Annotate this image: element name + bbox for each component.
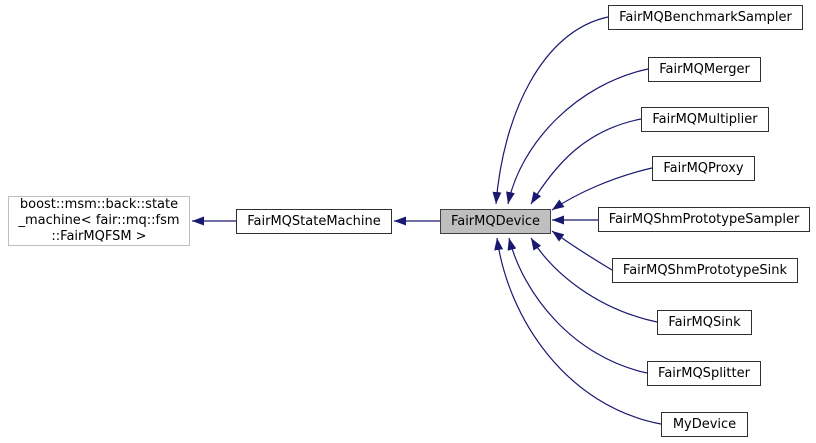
node-fairmqproxy[interactable]: FairMQProxy	[652, 156, 755, 181]
node-fairmqshmprototypesampler[interactable]: FairMQShmPrototypeSampler	[598, 207, 810, 232]
node-label-line: boost::msm::back::state	[19, 197, 179, 212]
node-label-line: ::FairMQFSM >	[51, 229, 147, 244]
inheritance-arrow-mydevice	[494, 237, 662, 425]
node-fairmqbenchmarksampler[interactable]: FairMQBenchmarkSampler	[608, 5, 803, 30]
node-fairmqsink[interactable]: FairMQSink	[657, 310, 752, 335]
node-fairmqdevice: FairMQDevice	[440, 209, 551, 234]
node-boost-msm-state-machine: boost::msm::back::state _machine< fair::…	[8, 196, 190, 246]
node-fairmqshmprototypesink[interactable]: FairMQShmPrototypeSink	[612, 258, 798, 283]
inheritance-arrow-proxy	[551, 167, 653, 211]
inheritance-arrow-splitter	[507, 237, 648, 374]
node-fairmqstatemachine[interactable]: FairMQStateMachine	[236, 209, 392, 234]
node-fairmqsplitter[interactable]: FairMQSplitter	[647, 361, 761, 386]
inheritance-arrow-benchmarksampler	[492, 16, 609, 205]
node-label-line: _machine< fair::mq::fsm	[18, 213, 180, 228]
node-mydevice[interactable]: MyDevice	[661, 412, 748, 437]
inheritance-arrow-shmprototypesink	[551, 230, 613, 271]
inheritance-arrow-merger	[506, 68, 649, 205]
inheritance-arrow-sink	[530, 237, 658, 323]
node-fairmqmerger[interactable]: FairMQMerger	[648, 57, 761, 82]
node-fairmqmultiplier[interactable]: FairMQMultiplier	[641, 107, 769, 132]
inheritance-arrow-multiplier	[530, 118, 642, 205]
